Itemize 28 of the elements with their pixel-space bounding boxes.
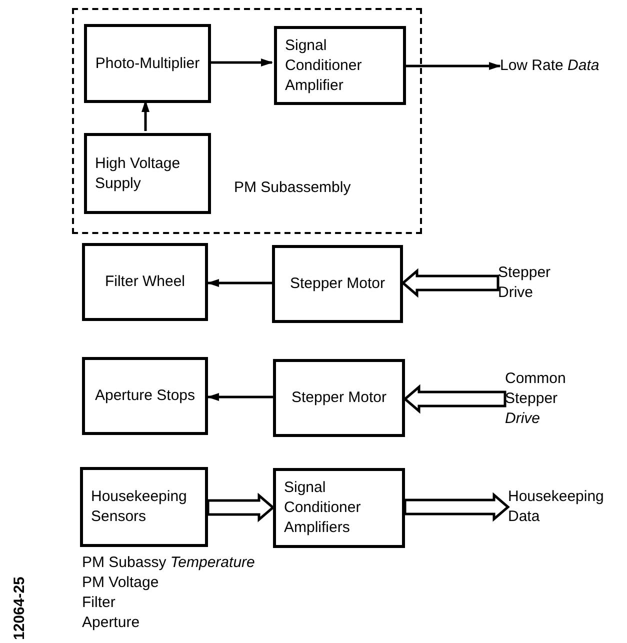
signal-list-item: Aperture bbox=[82, 613, 141, 633]
signal-list-item: PM Voltage bbox=[82, 573, 160, 593]
signal-label: Low Rate Data bbox=[500, 46, 600, 86]
block-box: Stepper Motor bbox=[273, 359, 405, 437]
hollow-arrow bbox=[401, 268, 500, 298]
arrow bbox=[207, 279, 272, 287]
signal-list-item: Filter bbox=[82, 593, 116, 613]
signal-label: Stepper Drive bbox=[498, 262, 578, 304]
figure-number: 12064-25 bbox=[10, 576, 29, 640]
block-box: Signal Conditioner Amplifiers bbox=[273, 468, 405, 548]
block-box: Aperture Stops bbox=[82, 357, 208, 435]
block-box: Housekeeping Sensors bbox=[80, 467, 208, 547]
group-label: PM Subassembly bbox=[234, 178, 352, 198]
hollow-arrow bbox=[206, 492, 275, 522]
arrow bbox=[209, 58, 273, 66]
block-box: High Voltage Supply bbox=[84, 133, 211, 214]
block-box: Signal Conditioner Amplifier bbox=[274, 26, 406, 105]
block-box: Filter Wheel bbox=[82, 243, 208, 321]
block-box: Stepper Motor bbox=[272, 245, 403, 323]
signal-list-item: PM Subassy Temperature bbox=[82, 553, 255, 573]
block-box: Photo-Multiplier bbox=[84, 24, 211, 103]
arrow bbox=[207, 393, 273, 401]
signal-label: Common Stepper Drive bbox=[505, 368, 595, 430]
hollow-arrow bbox=[404, 492, 510, 522]
signal-label: Housekeeping Data bbox=[508, 486, 620, 528]
arrow bbox=[404, 62, 501, 70]
dashed-group-box bbox=[72, 8, 422, 234]
hollow-arrow bbox=[403, 384, 506, 414]
